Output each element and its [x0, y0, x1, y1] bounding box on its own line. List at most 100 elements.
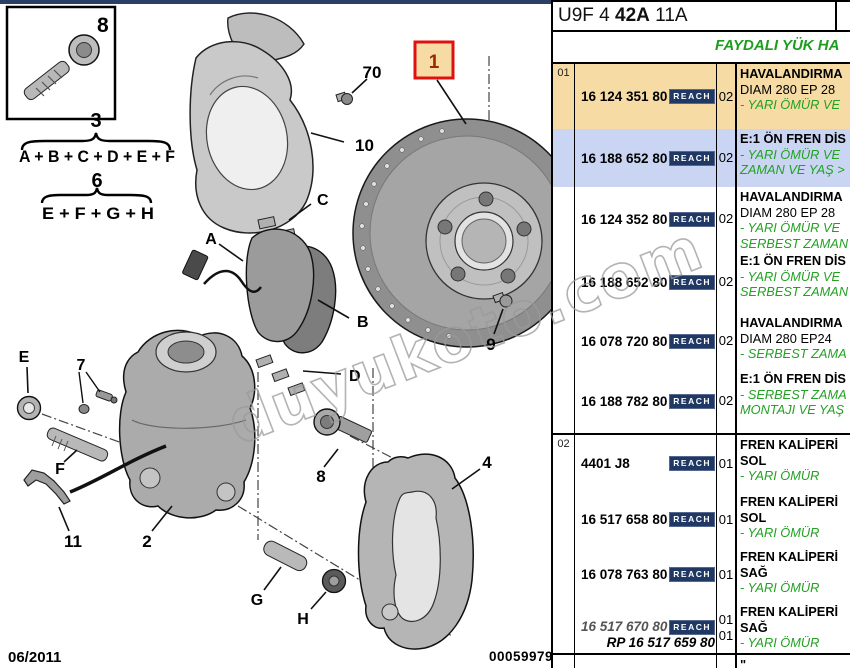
description-cell: FREN KALİPERİ SAĞ - YARI ÖMÜR	[737, 602, 850, 653]
group-number-cell	[553, 129, 575, 187]
revision-date: 06/2011	[8, 649, 61, 666]
bleed-screw-parts	[78, 389, 118, 414]
reach-badge[interactable]: REACH	[669, 150, 715, 166]
callout-8[interactable]: 8	[316, 467, 325, 486]
document-number: 00059979	[489, 649, 551, 664]
part-number-cell: 4401 J8 REACH	[575, 435, 716, 492]
sensor-wire-routing	[69, 444, 167, 494]
desc-line: SOL	[740, 509, 767, 525]
part-number[interactable]: 16 078 720 80	[581, 333, 668, 349]
desc-line: HAVALANDIRMA	[740, 189, 843, 204]
reach-badge[interactable]: REACH	[669, 333, 715, 349]
qty: 02	[718, 333, 734, 348]
shield-bolt-70	[335, 91, 353, 105]
desc-line: SOL	[740, 452, 767, 468]
top-accent-bar	[0, 0, 551, 4]
qty-cell: 01	[716, 492, 737, 547]
reach-badge[interactable]: REACH	[669, 393, 715, 409]
desc-line: - YARI ÖMÜR VE	[740, 268, 841, 284]
parts-table-panel: U9F 4 42A 11A FAYDALI YÜK HA 01 16 124 3…	[551, 0, 850, 668]
callout-2[interactable]: 2	[142, 532, 151, 551]
part-number[interactable]: 16 188 652 80	[581, 150, 668, 166]
desc-line: - YARI ÖMÜR VE	[740, 97, 841, 112]
qty: 01	[718, 455, 734, 471]
reach-badge[interactable]: REACH	[669, 512, 715, 527]
qty-cell: 02	[716, 129, 737, 187]
description-cell: FREN KALİPERİ SOL - YARI ÖMÜR	[737, 492, 850, 547]
callout-11[interactable]: 11	[64, 532, 82, 551]
description-cell: "	[737, 655, 850, 668]
group-number-cell	[553, 251, 575, 313]
qty: 02	[718, 211, 734, 226]
desc-line: E:1 ÖN FREN DİS	[740, 253, 846, 268]
wear-sensor-wire	[203, 269, 263, 293]
slide-sleeve	[263, 540, 308, 572]
part-number[interactable]: 16 124 351 80	[581, 89, 668, 104]
qty-cell: 02	[716, 313, 737, 369]
desc-line: - SERBEST ZAMA	[740, 386, 847, 402]
callout-7[interactable]: 7	[77, 357, 86, 374]
header-right-cell	[835, 2, 850, 30]
desc-line: FREN KALİPERİ	[740, 437, 839, 452]
qty: 01	[718, 511, 734, 527]
reach-badge[interactable]: REACH	[669, 456, 715, 471]
reach-badge[interactable]: REACH	[669, 274, 715, 290]
replacement-part-number[interactable]: RP 16 517 659 80	[606, 635, 715, 650]
callout-8-inset[interactable]: 8	[97, 14, 109, 37]
part-number[interactable]: 16 517 658 80	[581, 512, 668, 527]
description-cell: FREN KALİPERİ SOL - YARI ÖMÜR	[737, 435, 850, 492]
reach-badge[interactable]: REACH	[669, 211, 715, 227]
part-number[interactable]: 16 078 763 80	[581, 567, 668, 582]
reach-badge[interactable]: REACH	[669, 619, 715, 635]
desc-line: - YARI ÖMÜR	[740, 580, 820, 595]
callout-D: D	[349, 368, 361, 385]
part-number[interactable]: 16 188 652 80	[581, 274, 668, 290]
dust-shield	[189, 12, 314, 234]
reach-badge[interactable]: REACH	[669, 89, 715, 104]
table-row-partial: "	[553, 655, 850, 668]
callout-10[interactable]: 10	[355, 136, 374, 155]
banner-row: FAYDALI YÜK HA	[553, 32, 850, 64]
part-number[interactable]: 16 124 352 80	[581, 211, 668, 227]
hub-bolt-9	[492, 291, 513, 308]
callout-1[interactable]: 1	[429, 52, 440, 73]
caliper-bracket	[357, 453, 474, 650]
kit-formula-6: 6 E + F + G + H	[40, 170, 154, 223]
qty-cell: 01	[716, 547, 737, 602]
qty: 01	[718, 566, 734, 582]
page-code: U9F 4 42A 11A	[553, 5, 835, 27]
callout-70[interactable]: 70	[363, 63, 382, 82]
qty: 01	[718, 627, 734, 643]
reach-badge[interactable]: REACH	[669, 567, 715, 582]
part-number[interactable]: 4401 J8	[581, 456, 630, 471]
callout-1-highlight[interactable]: 1	[413, 40, 455, 80]
description-cell: E:1 ÖN FREN DİS - SERBEST ZAMA MONTAJI V…	[737, 369, 850, 433]
qty-cell: 02	[716, 369, 737, 433]
part-number[interactable]: 16 188 782 80	[581, 393, 668, 409]
page-code-suffix: 11A	[655, 5, 688, 26]
superseded-part-number[interactable]: 16 517 670 80	[581, 619, 668, 634]
desc-line: HAVALANDIRMA	[740, 315, 843, 330]
group-number-cell	[553, 313, 575, 369]
callout-4[interactable]: 4	[482, 453, 492, 472]
page-code-main: 42A	[615, 5, 650, 26]
description-cell: HAVALANDIRMA DIAM 280 EP 28 - YARI ÖMÜR …	[737, 64, 850, 129]
formula-6-number: 6	[91, 170, 102, 192]
callout-9[interactable]: 9	[486, 335, 495, 354]
qty: 02	[718, 88, 734, 104]
callout-F: F	[55, 461, 65, 478]
